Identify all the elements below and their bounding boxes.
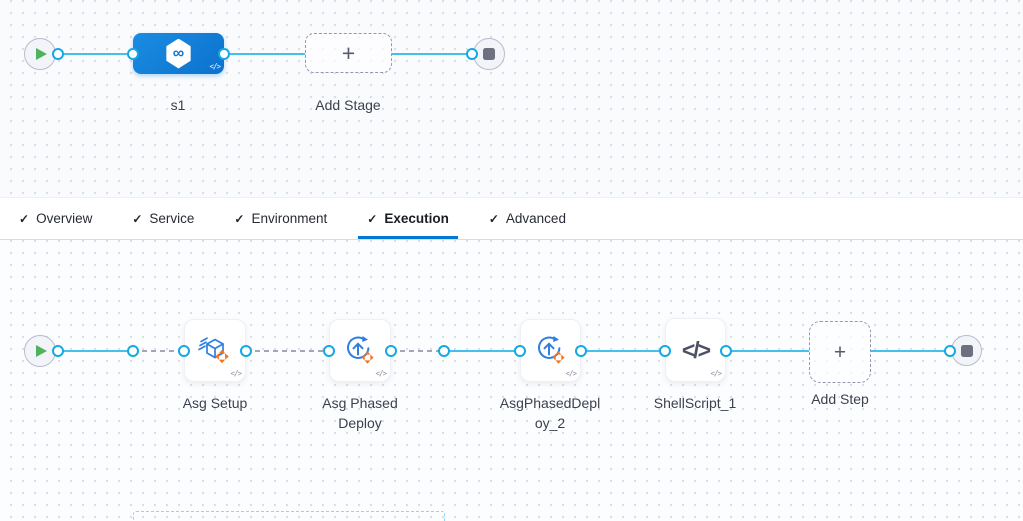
connector-line: [444, 349, 520, 353]
add-step-button[interactable]: +: [809, 321, 871, 383]
connector-line: [224, 52, 305, 56]
tab-service[interactable]: ✓ Service: [123, 198, 203, 239]
execution-start-node: [24, 335, 56, 367]
asg-setup-icon: [198, 336, 229, 363]
code-badge-icon: </>: [565, 369, 577, 378]
connector-line: [246, 349, 329, 352]
execution-graph-canvas: Canary Deployment: [0, 240, 1023, 521]
asg-phased-deploy-icon: [537, 335, 565, 364]
connector-port[interactable]: [240, 345, 252, 357]
play-icon: [36, 345, 47, 357]
tab-advanced[interactable]: ✓ Advanced: [480, 198, 575, 239]
connector-line: [391, 349, 444, 352]
plus-icon: +: [833, 340, 847, 364]
connector-port[interactable]: [52, 345, 64, 357]
step-label: Asg Setup: [182, 395, 248, 411]
tab-label: Environment: [251, 211, 328, 226]
connector-port[interactable]: [438, 345, 450, 357]
tab-overview[interactable]: ✓ Overview: [10, 198, 101, 239]
tab-label: Service: [149, 211, 195, 226]
connector-port[interactable]: [575, 345, 587, 357]
connector-line: [133, 349, 184, 352]
asg-phased-deploy-icon: [347, 335, 374, 364]
check-icon: ✓: [19, 211, 30, 226]
step-node-asg-phased-deploy[interactable]: </>: [329, 319, 391, 382]
connector-port[interactable]: [127, 48, 139, 60]
code-badge-icon: </>: [209, 62, 221, 71]
step-label: AsgPhasedDeploy_2: [499, 395, 601, 431]
step-node-asgphaseddeploy-2[interactable]: </>: [520, 319, 581, 382]
tab-label: Overview: [36, 211, 93, 226]
stop-icon: [960, 344, 973, 357]
tab-execution[interactable]: ✓ Execution: [358, 198, 458, 239]
add-stage-button[interactable]: +: [305, 33, 392, 73]
check-icon: ✓: [367, 211, 378, 226]
connector-port[interactable]: [466, 48, 478, 60]
connector-line: [392, 52, 472, 56]
step-label: ShellScript_1: [653, 395, 737, 411]
connector-port[interactable]: [218, 48, 230, 60]
execution-end-node: [951, 335, 982, 366]
pipeline-start-node: [24, 38, 56, 70]
tab-environment[interactable]: ✓ Environment: [225, 198, 336, 239]
code-badge-icon: </>: [230, 369, 242, 378]
code-badge-icon: </>: [710, 369, 722, 378]
connector-line: [58, 349, 133, 353]
check-icon: ✓: [132, 211, 143, 226]
stage-label: s1: [170, 97, 186, 113]
connector-port[interactable]: [659, 345, 671, 357]
cd-stage-icon: ∞: [166, 38, 191, 69]
stage-graph-canvas: ∞ </> s1 + Add Stage: [0, 0, 1023, 197]
tab-label: Advanced: [505, 211, 566, 226]
step-label: Asg Phased Deploy: [322, 395, 398, 431]
plus-icon: +: [341, 39, 356, 66]
connector-port[interactable]: [323, 345, 335, 357]
connector-port[interactable]: [52, 48, 64, 60]
add-step-label: Add Step: [811, 391, 869, 407]
stage-node-s1[interactable]: ∞ </>: [133, 33, 224, 74]
play-icon: [36, 48, 47, 60]
pipeline-end-node: [473, 38, 505, 70]
connector-port[interactable]: [385, 345, 397, 357]
connector-port[interactable]: [944, 345, 956, 357]
connector-port[interactable]: [514, 345, 526, 357]
shell-script-icon: </>: [681, 336, 711, 363]
connector-line: [581, 349, 665, 353]
connector-line: [58, 52, 133, 56]
check-icon: ✓: [234, 211, 245, 226]
connector-port[interactable]: [127, 345, 139, 357]
stop-icon: [483, 48, 495, 60]
connector-port[interactable]: [178, 345, 190, 357]
connector-port[interactable]: [720, 345, 732, 357]
check-icon: ✓: [488, 211, 499, 226]
tab-label: Execution: [384, 211, 449, 226]
step-node-asg-setup[interactable]: </>: [184, 319, 246, 382]
connector-line: [871, 349, 950, 353]
step-node-shellscript-1[interactable]: </> </>: [665, 318, 726, 382]
stage-config-tabs: ✓ Overview ✓ Service ✓ Environment ✓ Exe…: [0, 197, 1023, 240]
add-stage-label: Add Stage: [315, 97, 381, 113]
code-badge-icon: </>: [375, 369, 387, 378]
step-group-canary-deployment: [133, 511, 445, 521]
connector-line: [726, 349, 809, 353]
